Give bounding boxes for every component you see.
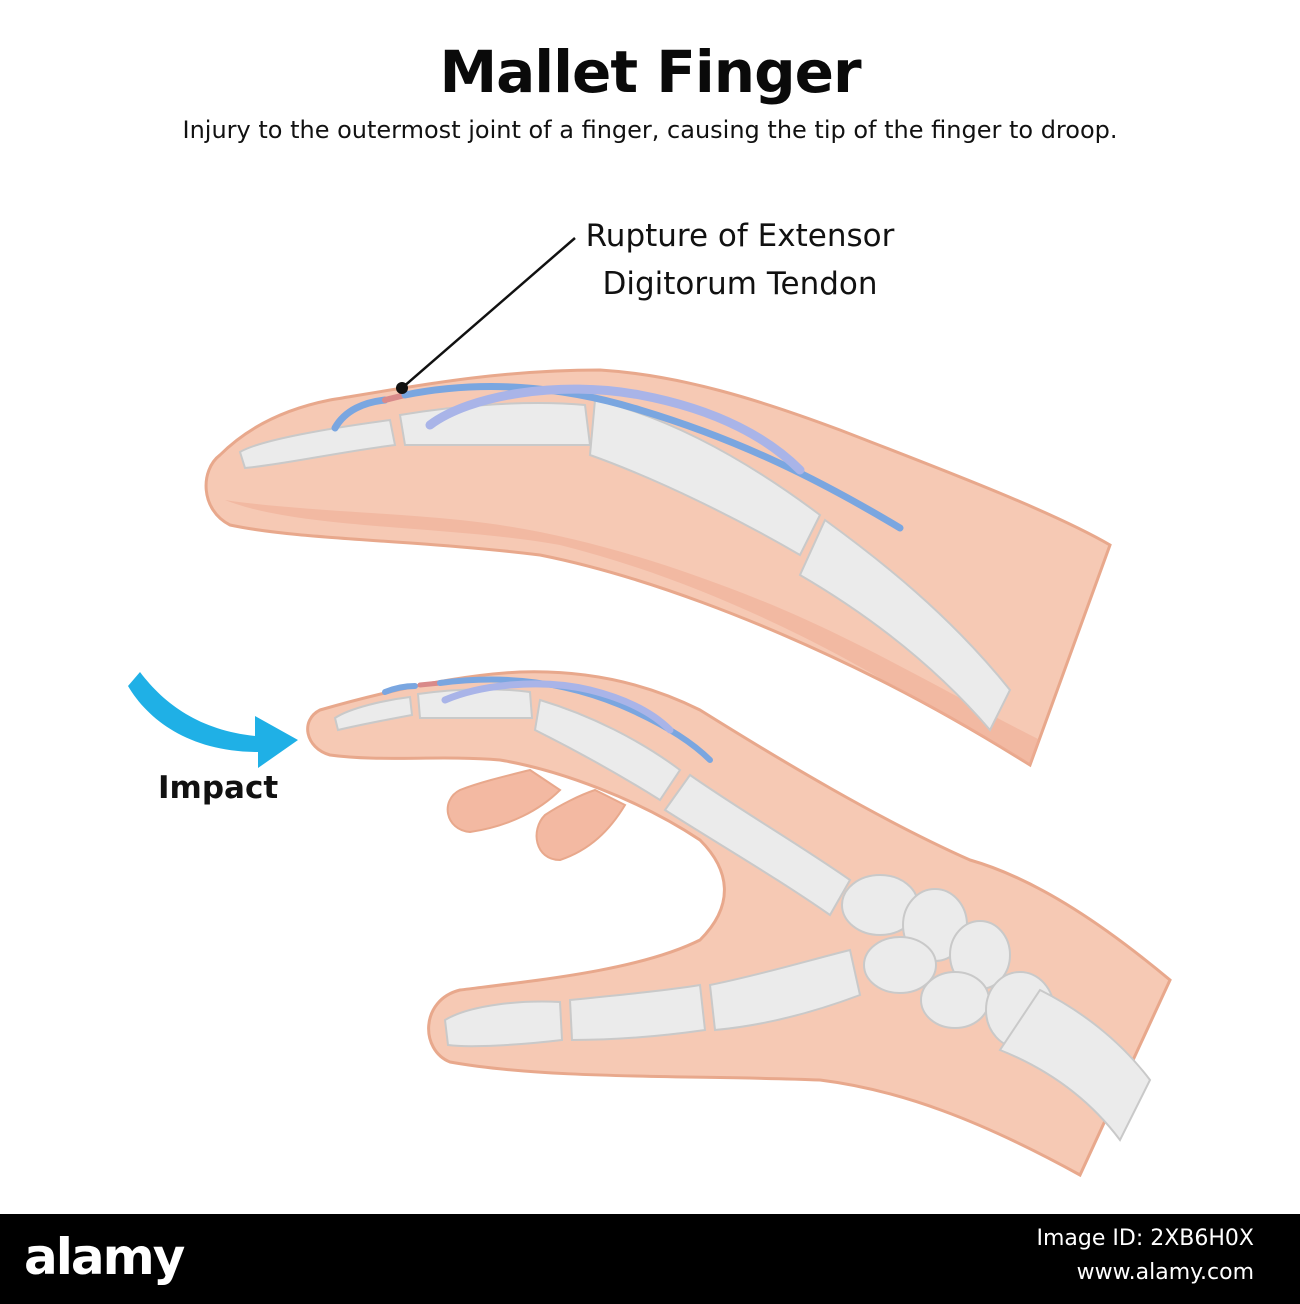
lower-folded-finger-2 — [535, 788, 627, 862]
image-id-text: Image ID: 2XB6H0X — [1036, 1226, 1255, 1251]
rupture-callout-label: Rupture of Extensor Digitorum Tendon — [540, 212, 940, 308]
lower-tendon-distal — [382, 683, 418, 695]
brand-logo: alamy — [24, 1228, 185, 1286]
impact-arrow — [128, 672, 298, 768]
page-title: Mallet Finger — [439, 38, 861, 106]
upper-extensor-tendon-2 — [425, 384, 805, 475]
upper-extensor-tendon — [401, 383, 904, 532]
upper-proximal-phalanx — [588, 398, 822, 557]
lower-hand — [306, 670, 1172, 1178]
lower-extensor-tendon — [437, 676, 713, 763]
upper-metacarpal — [798, 518, 1012, 732]
lower-proximal-phalanx — [533, 698, 682, 802]
callout-leader-line — [401, 237, 576, 389]
forearm-bones — [998, 988, 1152, 1142]
callout-line-2: Digitorum Tendon — [602, 266, 878, 302]
thumb-proximal-phalanx — [568, 983, 707, 1042]
lower-tendon-rupture — [417, 680, 443, 688]
watermark-footer: alamy Image ID: 2XB6H0X www.alamy.com — [0, 1214, 1300, 1304]
lower-folded-finger-1 — [446, 768, 562, 834]
lower-hand-skin — [306, 670, 1172, 1178]
website-url: www.alamy.com — [1076, 1260, 1254, 1285]
carpal-bones — [841, 874, 1055, 1049]
lower-extensor-tendon-2 — [441, 680, 674, 734]
upper-distal-phalanx — [238, 418, 397, 470]
lower-distal-phalanx — [333, 695, 414, 732]
callout-dot — [396, 382, 408, 394]
impact-arrow-body — [128, 672, 298, 768]
upper-finger — [204, 237, 1112, 768]
lower-metacarpal — [663, 773, 852, 917]
thumb-distal-phalanx — [443, 1000, 564, 1048]
impact-label: Impact — [158, 770, 279, 806]
callout-line-1: Rupture of Extensor — [585, 218, 895, 254]
thumb-metacarpal — [708, 948, 862, 1032]
upper-tendon-distal — [331, 396, 389, 432]
page-subtitle: Injury to the outermost joint of a finge… — [182, 116, 1118, 144]
